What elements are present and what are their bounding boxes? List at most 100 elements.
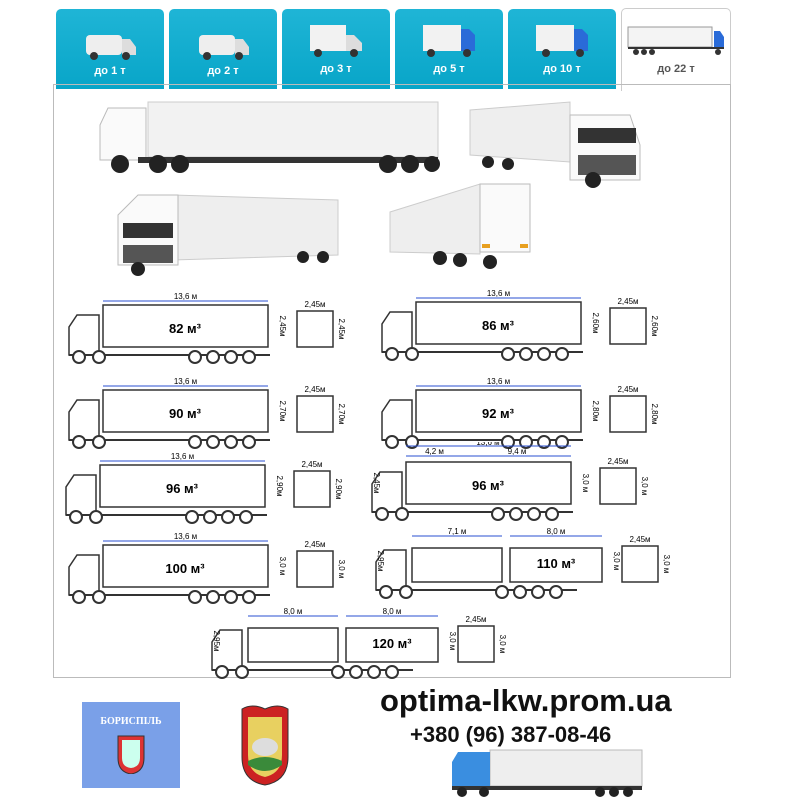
city-flag: БОРИСПІЛЬ	[82, 702, 180, 788]
height-label: 2,70м	[278, 400, 287, 421]
cargo-box-outline	[509, 547, 603, 583]
truck-cab-outline	[68, 554, 100, 596]
width-label: 2,45м	[617, 297, 638, 306]
volume-label: 100 м³	[165, 561, 205, 576]
tab-5t[interactable]: до 5 т	[395, 9, 503, 89]
cargo-box-outline	[102, 544, 269, 588]
truck-cab-outline	[381, 311, 413, 353]
wheel-icon	[185, 510, 199, 524]
wheel-icon	[224, 350, 238, 364]
width-label: 2,45м	[629, 535, 650, 544]
tab-label: до 3 т	[320, 63, 352, 75]
box-height-label: 2,90м	[334, 478, 343, 499]
wheel-icon	[555, 347, 569, 361]
cross-section-box	[293, 470, 331, 508]
cross-section-box	[609, 307, 647, 345]
length-label: 7,1 м	[448, 527, 467, 536]
tab-2t[interactable]: до 2 т	[169, 9, 277, 89]
wheel-icon	[224, 435, 238, 449]
coat-of-arms-icon	[117, 735, 145, 774]
wheel-icon	[375, 507, 389, 521]
length-label: 13,6 м	[487, 377, 510, 386]
box-height-label: 3,0 м	[498, 635, 507, 654]
wheel-icon	[188, 590, 202, 604]
cargo-box-outline	[102, 389, 269, 433]
cargo-box-outline	[99, 464, 266, 508]
height-label: 2,45м	[372, 472, 381, 493]
tab-3t[interactable]: до 3 т	[282, 9, 390, 89]
wheel-icon	[531, 585, 545, 599]
coat-of-arms-icon	[241, 705, 289, 786]
height-label: 3,0 м	[581, 474, 590, 493]
truck-cab-outline	[68, 314, 100, 356]
volume-label: 90 м³	[169, 406, 202, 421]
length-label: 8,0 м	[547, 527, 566, 536]
cargo-box-outline	[415, 389, 582, 433]
height-label: 3,0 м	[448, 632, 457, 651]
truck-photo-front	[469, 101, 641, 188]
wheel-icon	[555, 435, 569, 449]
wheel-icon	[537, 435, 551, 449]
box-height-label: 3,0 м	[337, 560, 346, 579]
height-label: 3,0 м	[612, 552, 621, 571]
box-height-label: 2,45м	[337, 318, 346, 339]
volume-label: 110 м³	[537, 556, 576, 571]
height-label: 2,95м	[212, 630, 221, 651]
wheel-icon	[549, 585, 563, 599]
width-label: 2,45м	[607, 457, 628, 466]
length-label: 13,6 м	[171, 452, 194, 461]
wheel-icon	[235, 665, 249, 679]
volume-label: 92 м³	[482, 406, 515, 421]
semi-truck-icon	[627, 26, 724, 55]
wheel-icon	[188, 350, 202, 364]
tab-label: до 5 т	[433, 63, 465, 75]
wheel-icon	[69, 510, 83, 524]
wheel-icon	[221, 510, 235, 524]
truck-photo-side	[99, 101, 440, 173]
wheel-icon	[527, 507, 541, 521]
truck-cab-outline	[381, 399, 413, 441]
wheel-icon	[491, 507, 505, 521]
van-icon	[86, 35, 136, 60]
website-link[interactable]: optima-lkw.prom.ua	[380, 683, 672, 718]
wheel-icon	[242, 590, 256, 604]
truck-cab-outline	[68, 399, 100, 441]
cargo-box-outline	[345, 627, 439, 663]
truck-photo-rear	[389, 183, 531, 269]
van-icon	[199, 35, 249, 60]
wheel-icon	[92, 350, 106, 364]
wheel-icon	[501, 435, 515, 449]
wheel-icon	[349, 665, 363, 679]
volume-label: 86 м³	[482, 318, 515, 333]
tab-22t[interactable]: до 22 т	[621, 8, 731, 91]
tab-10t[interactable]: до 10 т	[508, 9, 616, 89]
length-label: 13,6 м	[487, 289, 510, 298]
wheel-icon	[72, 350, 86, 364]
cross-section-box	[609, 395, 647, 433]
width-label: 2,45м	[465, 615, 486, 624]
wheel-icon	[379, 585, 393, 599]
height-label: 2,95м	[376, 550, 385, 571]
wheel-icon	[385, 347, 399, 361]
wheel-icon	[206, 435, 220, 449]
wheel-icon	[509, 507, 523, 521]
wheel-icon	[188, 435, 202, 449]
width-label: 2,45м	[304, 385, 325, 394]
tonnage-tabs: до 1 т до 2 т до 3 т до 5 т до 10 т до 2…	[56, 7, 731, 91]
height-label: 3,0 м	[278, 557, 287, 576]
width-label: 2,45м	[301, 460, 322, 469]
cross-section-box	[296, 550, 334, 588]
blue-truck-image	[452, 749, 643, 797]
wheel-icon	[92, 435, 106, 449]
cross-section-box	[457, 625, 495, 663]
phone-number[interactable]: +380 (96) 387-08-46	[410, 722, 612, 747]
wheel-icon	[242, 350, 256, 364]
tab-1t[interactable]: до 1 т	[56, 9, 164, 89]
